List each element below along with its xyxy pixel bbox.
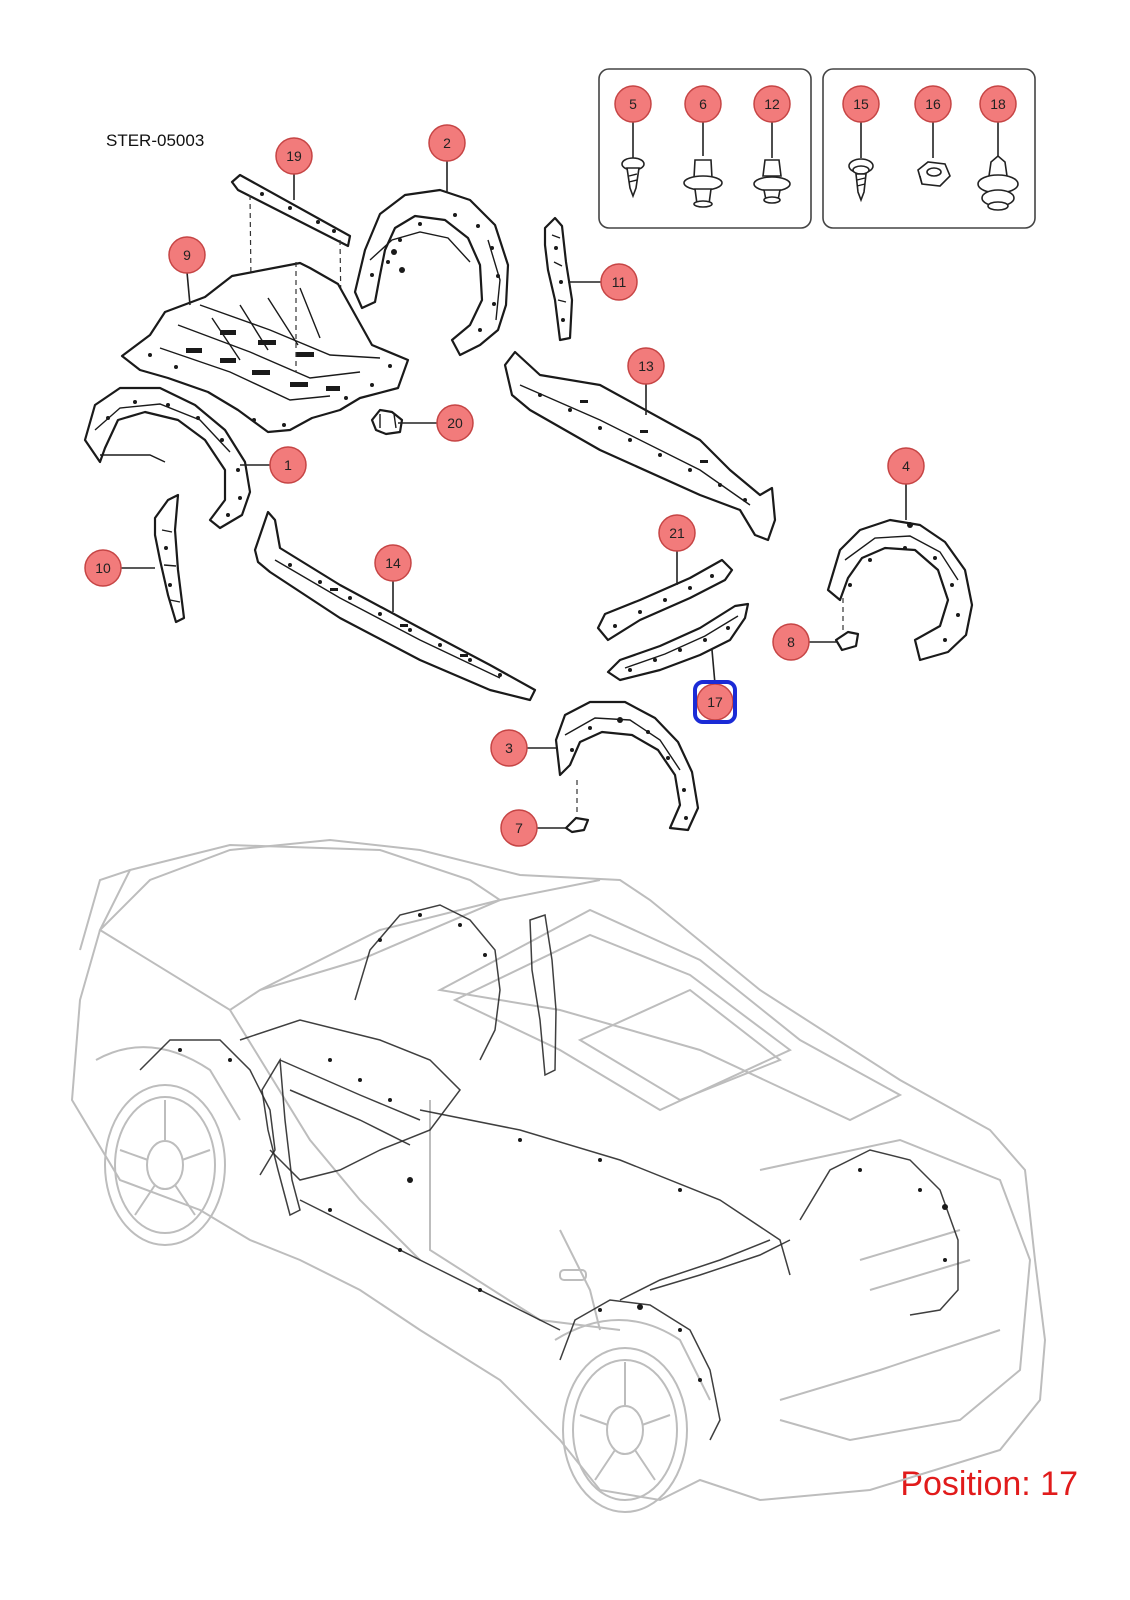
callout-16[interactable]: 16 (914, 85, 952, 123)
part-11-pillar-trim (543, 216, 574, 342)
part-13-side-sill (503, 350, 777, 542)
svg-text:8: 8 (787, 634, 795, 650)
part-3-wheel-liner (554, 700, 700, 832)
part-7-clip (564, 816, 590, 834)
callout-4[interactable]: 4 (887, 447, 925, 485)
callout-8[interactable]: 8 (772, 623, 810, 661)
part-21-panel (596, 558, 734, 642)
svg-text:20: 20 (447, 415, 463, 431)
callout-21[interactable]: 21 (658, 514, 696, 552)
svg-text:6: 6 (699, 96, 707, 112)
installed-parts (139, 904, 959, 1441)
screw-icon (621, 121, 645, 199)
svg-text:9: 9 (183, 247, 191, 263)
callout-11[interactable]: 11 (600, 263, 638, 301)
part-9-underbody-panel (120, 261, 410, 434)
svg-text:3: 3 (505, 740, 513, 756)
push-rivet-icon (753, 121, 791, 204)
vehicle-outline (70, 838, 1047, 1513)
svg-text:16: 16 (925, 96, 941, 112)
svg-text:11: 11 (612, 274, 627, 290)
svg-text:17: 17 (707, 694, 723, 710)
part-4-wheel-liner (826, 518, 974, 662)
callout-1[interactable]: 1 (269, 446, 307, 484)
callout-10[interactable]: 10 (84, 549, 122, 587)
callout-17[interactable]: 17 (696, 683, 734, 721)
washer-screw-icon (848, 121, 874, 203)
callouts: 1 2 3 4 5 6 7 8 9 10 11 12 13 14 15 16 1… (84, 85, 1017, 847)
part-2-wheel-liner (353, 188, 510, 357)
svg-text:15: 15 (853, 96, 869, 112)
svg-text:12: 12 (764, 96, 780, 112)
svg-text:1: 1 (284, 457, 292, 473)
part-1-wheel-liner (83, 386, 252, 530)
callout-6[interactable]: 6 (684, 85, 722, 123)
expansion-clip-icon (977, 121, 1019, 211)
svg-text:13: 13 (638, 358, 654, 374)
callout-15[interactable]: 15 (842, 85, 880, 123)
svg-text:10: 10 (95, 560, 111, 576)
callout-2[interactable]: 2 (428, 124, 466, 162)
callout-20[interactable]: 20 (436, 404, 474, 442)
part-8-clip (834, 630, 860, 652)
part-17-panel (606, 602, 750, 682)
callout-19[interactable]: 19 (275, 137, 313, 175)
diagram-code: STER-05003 (106, 131, 205, 150)
part-10-pillar-trim (153, 493, 186, 624)
svg-text:14: 14 (385, 555, 401, 571)
part-20-bracket (370, 408, 404, 436)
svg-text:18: 18 (990, 96, 1006, 112)
nut-clip-icon (917, 121, 951, 187)
callout-13[interactable]: 13 (627, 347, 665, 385)
push-clip-icon (683, 121, 723, 208)
callout-12[interactable]: 12 (753, 85, 791, 123)
svg-text:5: 5 (629, 96, 637, 112)
svg-text:7: 7 (515, 820, 523, 836)
callout-18[interactable]: 18 (979, 85, 1017, 123)
callout-9[interactable]: 9 (168, 236, 206, 274)
callout-3[interactable]: 3 (490, 729, 528, 767)
svg-text:4: 4 (902, 458, 910, 474)
svg-text:19: 19 (286, 148, 302, 164)
callout-14[interactable]: 14 (374, 544, 412, 582)
position-highlight (693, 680, 737, 724)
leader-lines (120, 161, 907, 829)
svg-text:21: 21 (669, 525, 685, 541)
part-14-side-sill (253, 510, 537, 702)
callout-5[interactable]: 5 (614, 85, 652, 123)
callout-7[interactable]: 7 (500, 809, 538, 847)
svg-text:2: 2 (443, 135, 451, 151)
